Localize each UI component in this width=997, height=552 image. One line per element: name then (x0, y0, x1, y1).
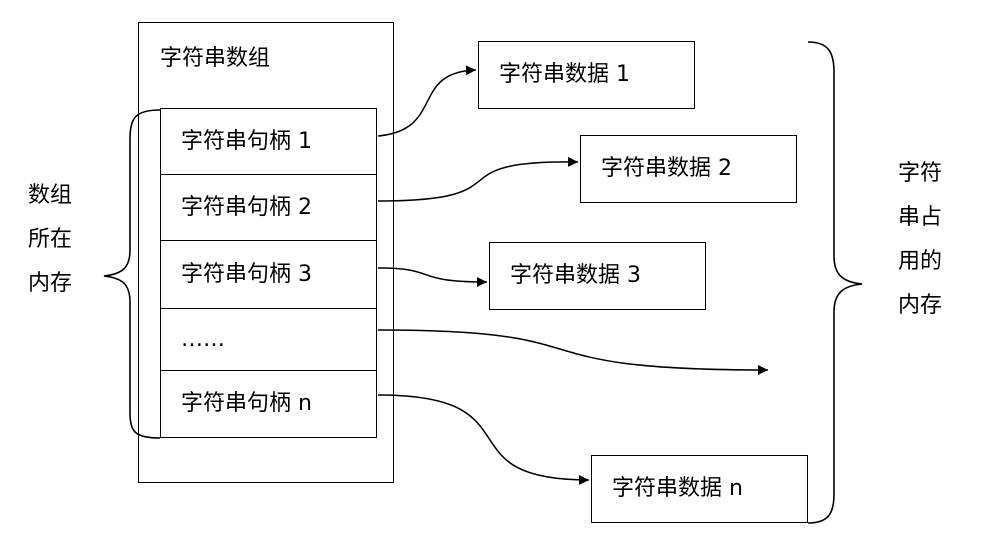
left-brace (103, 109, 161, 439)
right-brace (807, 41, 863, 524)
handle-cell-ellipsis: …… (160, 308, 377, 372)
arrow-handle-2 (377, 156, 579, 202)
handle-cell-1: 字符串句柄 1 (160, 108, 377, 176)
data-box-2: 字符串数据 2 (580, 135, 797, 203)
string-memory-label: 字符 串占 用的 内存 (898, 161, 943, 318)
arrow-handle-1 (377, 65, 477, 137)
string-array-title: 字符串数组 (160, 46, 271, 71)
data-box-1: 字符串数据 1 (478, 41, 695, 109)
data-box-n: 字符串数据 n (591, 455, 808, 523)
arrow-handle-ellipsis (377, 329, 769, 375)
arrow-handle-3 (377, 267, 488, 287)
handle-cell-2: 字符串句柄 2 (160, 174, 377, 242)
data-box-3: 字符串数据 3 (489, 242, 706, 310)
arrow-handle-n (377, 394, 590, 485)
array-memory-label: 数组 所在 内存 (28, 183, 73, 296)
handle-cell-n: 字符串句柄 n (160, 370, 377, 438)
